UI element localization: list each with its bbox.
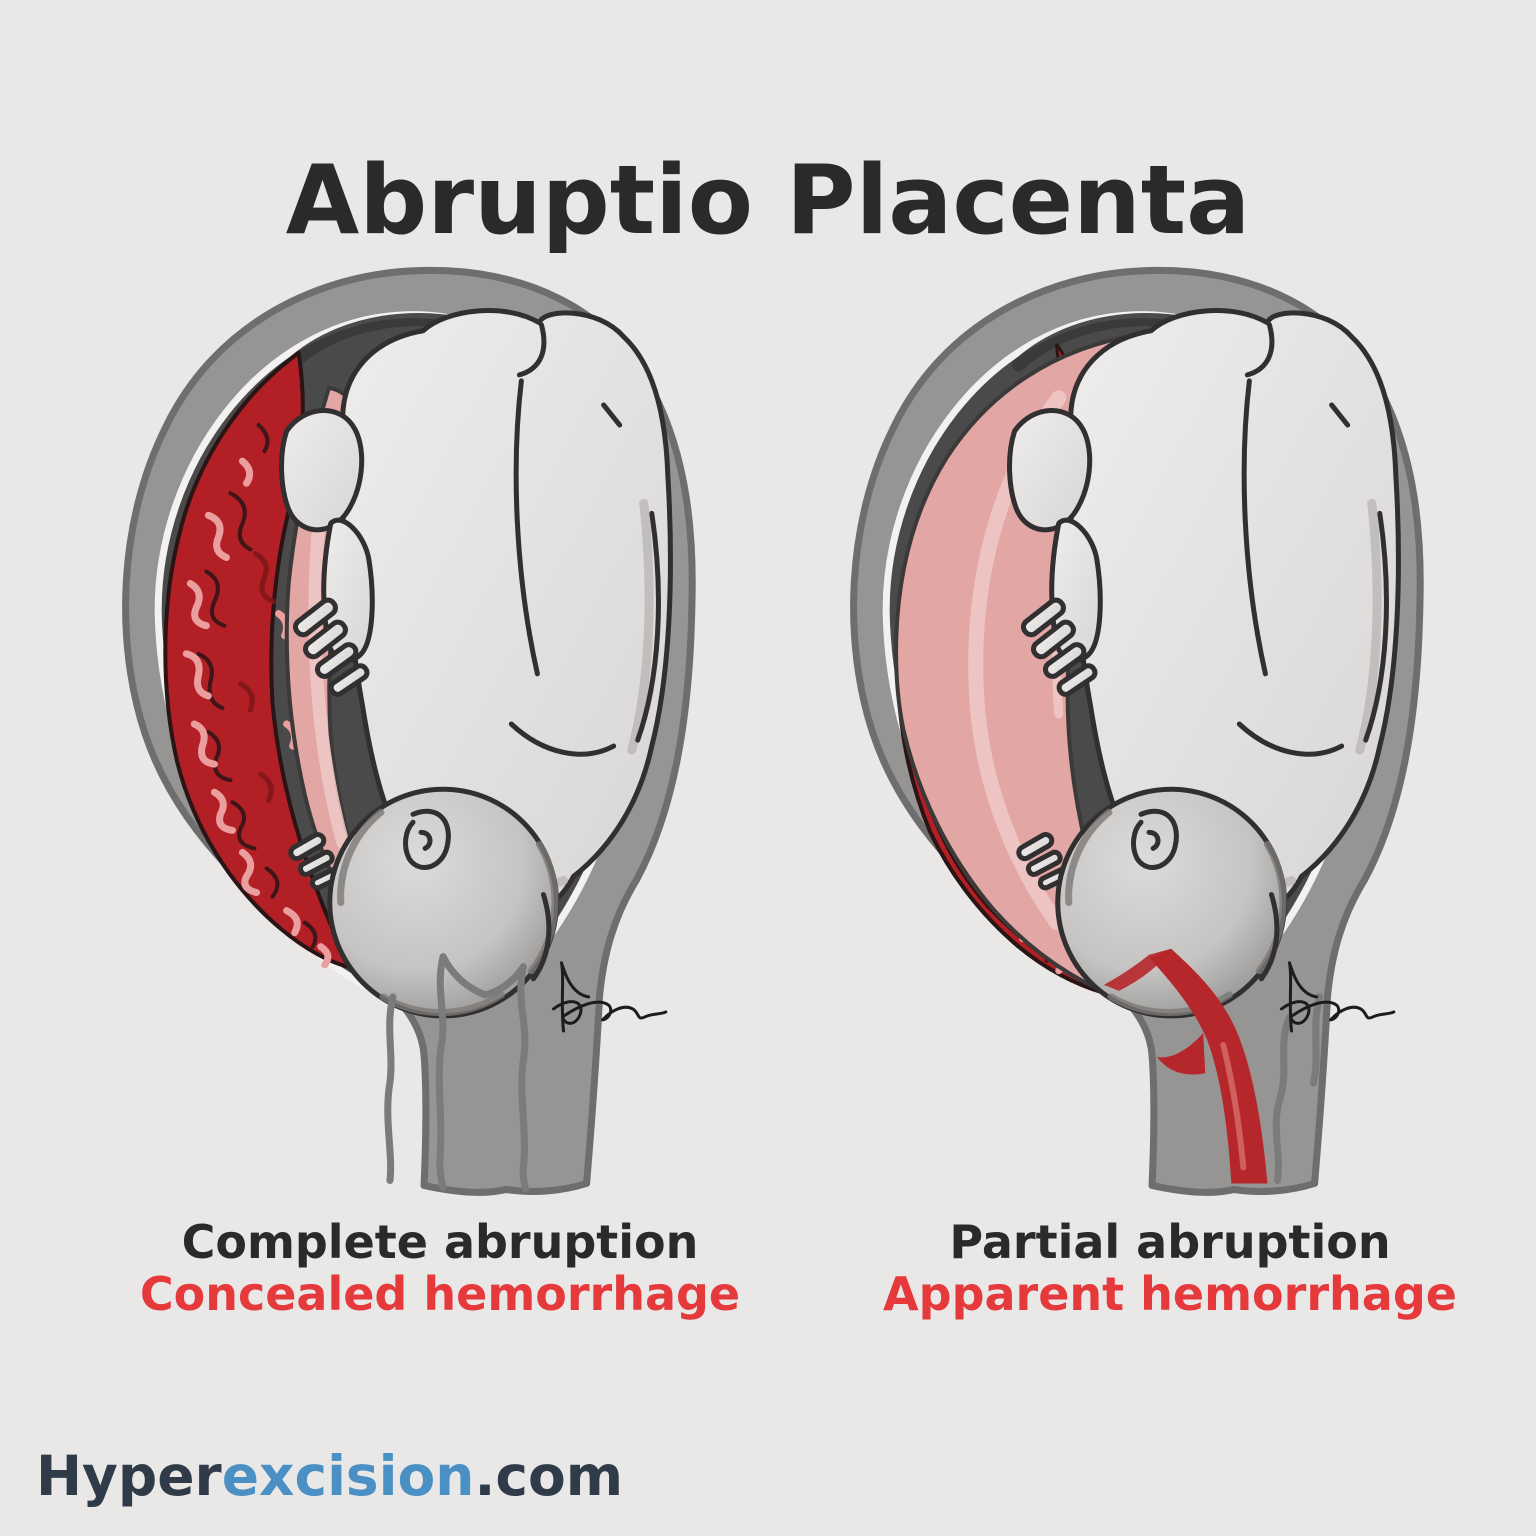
uterus-partial-abruption-illustration [818, 252, 1450, 1196]
cervical-canal-bleeding [1103, 948, 1324, 1184]
caption-partial-title: Partial abruption [949, 1215, 1391, 1269]
watermark-part-hyper: Hyper [36, 1444, 222, 1508]
caption-concealed-hemorrhage: Concealed hemorrhage [139, 1267, 741, 1322]
uterus-complete-abruption-illustration [90, 252, 722, 1196]
watermark-hyperexcision: Hyperexcision.com [36, 1444, 623, 1508]
caption-complete-abruption: Complete abruption Concealed hemorrhage [130, 1216, 750, 1321]
diagram-complete-abruption [90, 252, 722, 1196]
cervical-canal-closed [384, 953, 529, 1192]
diagram-partial-abruption [818, 252, 1450, 1196]
caption-partial-abruption: Partial abruption Apparent hemorrhage [860, 1216, 1480, 1321]
caption-complete-title: Complete abruption [181, 1215, 699, 1269]
caption-apparent-hemorrhage: Apparent hemorrhage [883, 1267, 1457, 1322]
watermark-part-excision: excision [221, 1444, 475, 1508]
blood-stream-fork [1157, 1032, 1206, 1075]
watermark-part-com: .com [474, 1444, 624, 1508]
page-title: Abruptio Placenta [285, 145, 1251, 256]
